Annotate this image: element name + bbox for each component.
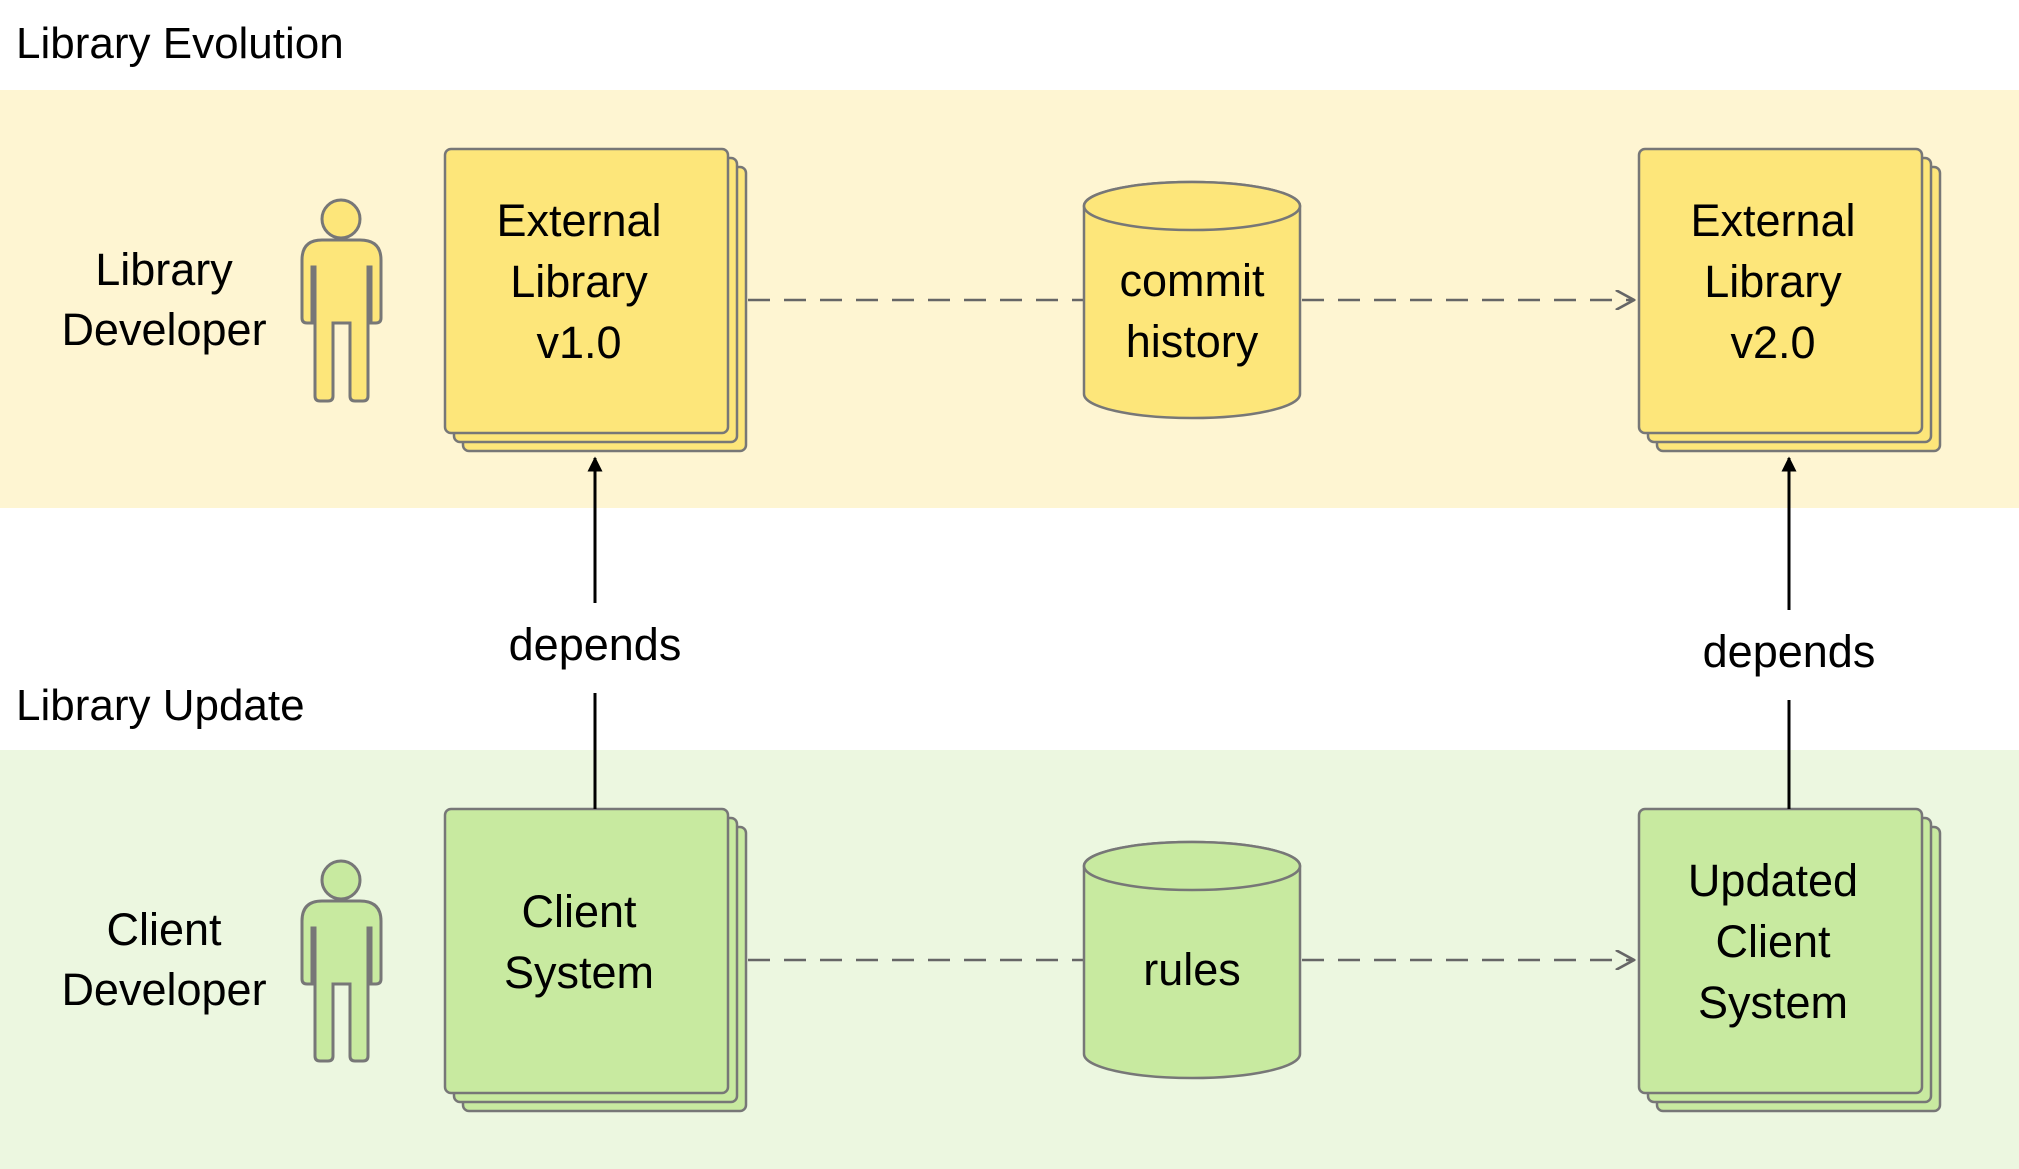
actor-label-line2: Developer: [61, 304, 266, 355]
node-text-line: history: [1126, 316, 1259, 367]
node-text-line: External: [1690, 195, 1855, 246]
person-icon: [300, 859, 383, 1063]
depends-label-left: depends: [509, 619, 682, 670]
depends-label-right: depends: [1703, 626, 1876, 677]
node-external-library-v2: [1637, 147, 1942, 453]
node-text-line: Library: [510, 256, 648, 307]
node-text-line: v2.0: [1730, 317, 1815, 368]
node-external-library-v1: [443, 147, 748, 453]
actor-library-developer: Library Developer: [61, 198, 383, 403]
actor-label-line1: Library: [95, 244, 233, 295]
node-text-line: System: [1698, 977, 1848, 1028]
section-title-evolution: Library Evolution: [16, 19, 344, 68]
person-icon: [300, 198, 383, 403]
node-commit-history: [1082, 180, 1302, 420]
node-updated-client-system: [1637, 807, 1942, 1113]
node-text-line: Client: [1715, 916, 1831, 967]
node-text-line: Client: [521, 886, 637, 937]
node-text-line: v1.0: [536, 317, 621, 368]
node-text-line: commit: [1120, 255, 1265, 306]
node-text-line: Library: [1704, 256, 1842, 307]
node-client-system: [443, 807, 748, 1113]
actor-client-developer: Client Developer: [61, 859, 383, 1063]
actor-label-line2: Developer: [61, 964, 266, 1015]
node-text-line: Updated: [1688, 855, 1858, 906]
node-text-line: External: [496, 195, 661, 246]
node-text-line: System: [504, 947, 654, 998]
node-rules: [1082, 840, 1302, 1080]
node-text-line: rules: [1143, 944, 1241, 995]
actor-label-line1: Client: [106, 904, 222, 955]
section-title-update: Library Update: [16, 681, 305, 730]
